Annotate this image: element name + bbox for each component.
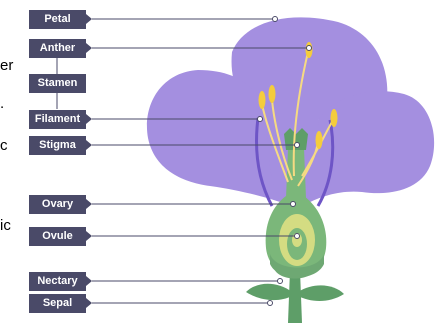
dot-anther xyxy=(307,46,312,51)
dot-stigma xyxy=(295,143,300,148)
clipped-text-1: er xyxy=(0,58,13,73)
label-ovary: Ovary xyxy=(29,195,86,214)
clipped-text-2: . xyxy=(0,96,4,111)
clipped-text-4: ic xyxy=(0,218,11,233)
label-nectary: Nectary xyxy=(29,272,86,291)
label-anther: Anther xyxy=(29,39,86,58)
label-sepal: Sepal xyxy=(29,294,86,313)
label-ovule: Ovule xyxy=(29,227,86,246)
clipped-text-3: c xyxy=(0,138,8,153)
label-petal: Petal xyxy=(29,10,86,29)
dot-ovary xyxy=(291,202,296,207)
anther-3 xyxy=(269,85,276,103)
dot-sepal xyxy=(268,301,273,306)
anther-4 xyxy=(331,109,338,127)
dot-petal xyxy=(273,17,278,22)
label-filament: Filament xyxy=(29,110,86,129)
dot-filament xyxy=(258,117,263,122)
anther-2 xyxy=(259,91,266,109)
sepal-left xyxy=(246,284,292,300)
sepal-right xyxy=(298,285,344,301)
label-stamen: Stamen xyxy=(29,74,86,93)
dot-ovule xyxy=(295,234,300,239)
anther-5 xyxy=(316,131,323,149)
dot-nectary xyxy=(278,279,283,284)
label-stigma: Stigma xyxy=(29,136,86,155)
